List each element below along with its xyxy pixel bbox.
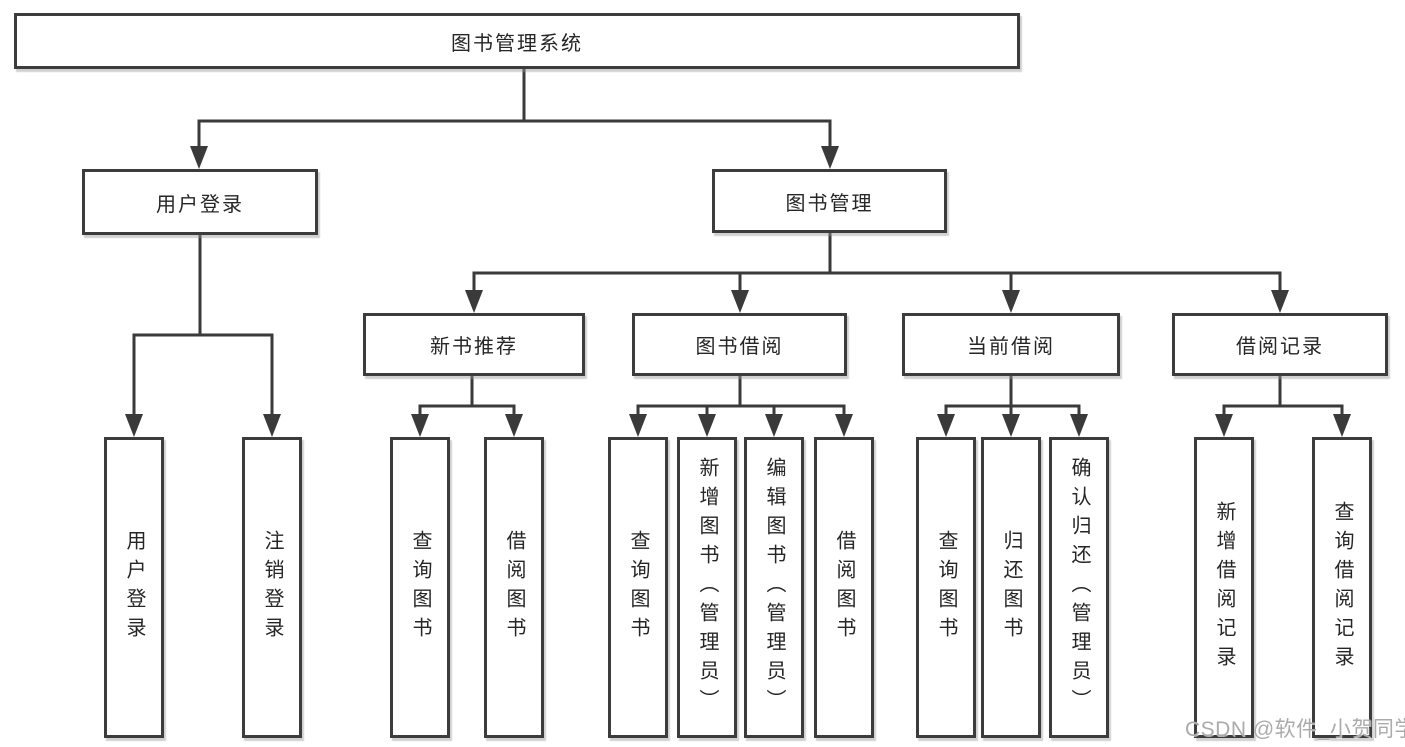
node-leaf-query-borrow-record: 查询借阅记录 xyxy=(1312,437,1372,738)
arrowhead-down-icon xyxy=(465,290,483,313)
node-book-borrowing-label: 图书借阅 xyxy=(695,336,784,358)
arrowhead-down-icon xyxy=(125,414,143,437)
arrowhead-down-icon xyxy=(765,414,783,437)
node-new-book-recommendation: 新书推荐 xyxy=(363,313,585,376)
arrowhead-down-icon xyxy=(1002,414,1020,437)
node-leaf-return-books-label: 归还图书 xyxy=(1000,529,1022,646)
node-leaf-add-books-admin-label: 新增图书（管理员） xyxy=(696,457,718,718)
node-new-book-recommendation-label: 新书推荐 xyxy=(430,336,518,358)
node-leaf-query-books-current: 查询图书 xyxy=(916,437,976,738)
arrowhead-down-icon xyxy=(1070,414,1088,437)
node-leaf-edit-books-admin: 编辑图书（管理员） xyxy=(744,437,804,738)
arrowhead-down-icon xyxy=(821,146,839,169)
arrowhead-down-icon xyxy=(1333,414,1351,437)
node-leaf-return-books: 归还图书 xyxy=(981,437,1041,738)
node-leaf-user-login-label: 用户登录 xyxy=(123,529,145,646)
node-leaf-query-books-borrow-label: 查询图书 xyxy=(627,529,649,646)
node-current-borrowing-label: 当前借阅 xyxy=(967,336,1055,358)
node-leaf-query-books-recommend: 查询图书 xyxy=(390,437,450,738)
node-leaf-query-books-borrow: 查询图书 xyxy=(608,437,668,738)
node-leaf-logout-label: 注销登录 xyxy=(261,529,283,646)
arrowhead-down-icon xyxy=(1002,290,1020,313)
arrowhead-down-icon xyxy=(698,414,716,437)
arrowhead-down-icon xyxy=(190,146,208,169)
node-library-management-system: 图书管理系统 xyxy=(14,13,1020,69)
node-library-management-system-label: 图书管理系统 xyxy=(451,32,583,55)
node-leaf-query-borrow-record-label: 查询借阅记录 xyxy=(1331,500,1353,675)
node-leaf-borrow-books-recommend-label: 借阅图书 xyxy=(503,529,525,646)
node-leaf-add-books-admin: 新增图书（管理员） xyxy=(677,437,737,738)
arrowhead-down-icon xyxy=(411,414,429,437)
arrowhead-down-icon xyxy=(1271,290,1289,313)
node-leaf-borrow-books-recommend: 借阅图书 xyxy=(484,437,544,738)
arrowhead-down-icon xyxy=(937,414,955,437)
node-leaf-confirm-return-admin: 确认归还（管理员） xyxy=(1049,437,1109,738)
arrowhead-down-icon xyxy=(263,414,281,437)
watermark: CSDN @软件_小贺同学 xyxy=(1185,718,1405,741)
node-leaf-add-borrow-record: 新增借阅记录 xyxy=(1194,437,1254,738)
node-current-borrowing: 当前借阅 xyxy=(902,313,1120,376)
arrowhead-down-icon xyxy=(629,414,647,437)
node-leaf-borrow-books: 借阅图书 xyxy=(814,437,874,738)
arrowhead-down-icon xyxy=(1215,414,1233,437)
node-user-login-label: 用户登录 xyxy=(156,193,244,216)
node-book-borrowing: 图书借阅 xyxy=(632,313,847,376)
node-borrowing-records: 借阅记录 xyxy=(1172,313,1388,376)
node-leaf-query-books-recommend-label: 查询图书 xyxy=(409,529,431,646)
arrowhead-down-icon xyxy=(731,290,749,313)
node-leaf-confirm-return-admin-label: 确认归还（管理员） xyxy=(1068,457,1090,718)
node-leaf-query-books-current-label: 查询图书 xyxy=(935,529,957,646)
node-user-login: 用户登录 xyxy=(82,169,318,235)
node-borrowing-records-label: 借阅记录 xyxy=(1236,336,1324,358)
node-book-management: 图书管理 xyxy=(712,169,947,233)
arrowhead-down-icon xyxy=(505,414,523,437)
node-leaf-user-login: 用户登录 xyxy=(104,437,164,738)
node-leaf-edit-books-admin-label: 编辑图书（管理员） xyxy=(763,457,785,718)
arrowhead-down-icon xyxy=(835,414,853,437)
node-book-management-label: 图书管理 xyxy=(785,192,874,215)
node-leaf-logout: 注销登录 xyxy=(242,437,302,738)
node-leaf-add-borrow-record-label: 新增借阅记录 xyxy=(1213,500,1235,675)
node-leaf-borrow-books-label: 借阅图书 xyxy=(833,529,855,646)
